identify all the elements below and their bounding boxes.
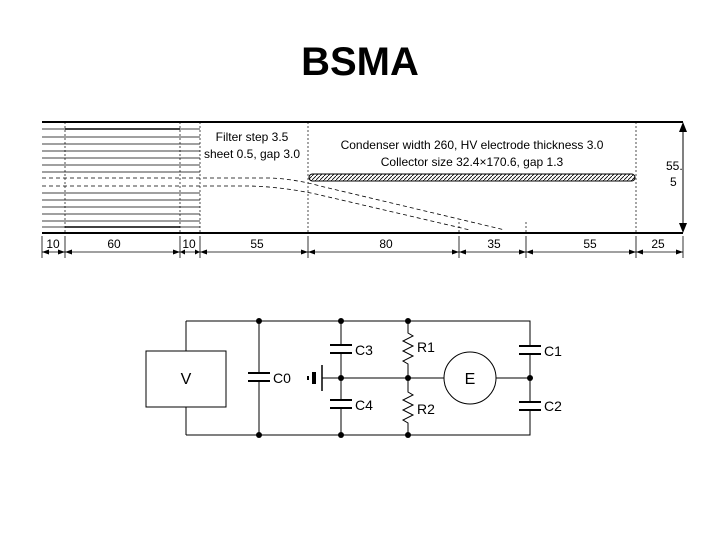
junction-dot <box>256 318 262 324</box>
c1-label: C1 <box>544 343 562 359</box>
dim-label-1: 60 <box>107 237 121 251</box>
r2-label: R2 <box>417 401 435 417</box>
hv-electrode <box>308 173 636 182</box>
r1-label: R1 <box>417 339 435 355</box>
filter-note-line2: sheet 0.5, gap 3.0 <box>204 147 300 161</box>
c4-label: C4 <box>355 397 373 413</box>
junction-dot <box>405 318 411 324</box>
dim-label-7: 25 <box>651 237 665 251</box>
dim-label-5: 35 <box>487 237 501 251</box>
c0-label: C0 <box>273 370 291 386</box>
wire-top <box>186 320 531 346</box>
dim-label-6: 55 <box>583 237 597 251</box>
c3-label: C3 <box>355 342 373 358</box>
height-label-1: 55. <box>666 159 683 173</box>
dim-label-2: 10 <box>182 237 196 251</box>
junction-dot <box>338 318 344 324</box>
r1-resistor <box>401 321 415 378</box>
junction-dot <box>256 432 262 438</box>
e-label: E <box>465 371 476 388</box>
junction-dot <box>527 375 533 381</box>
dim-label-3: 55 <box>250 237 264 251</box>
c2-label: C2 <box>544 398 562 414</box>
v-label: V <box>181 371 192 388</box>
height-label-2: 5 <box>670 175 677 189</box>
junction-dot <box>405 375 411 381</box>
voltage-source-box <box>145 350 227 408</box>
dimension-arrowheads <box>42 249 683 255</box>
flow-path <box>42 177 506 231</box>
r2-resistor <box>401 378 415 435</box>
junction-dot <box>405 432 411 438</box>
dim-label-4: 80 <box>379 237 393 251</box>
height-dimension <box>679 122 687 233</box>
wire-bottom <box>186 410 531 436</box>
filter-note-line1: Filter step 3.5 <box>216 130 289 144</box>
junction-dot <box>338 432 344 438</box>
filter-plates <box>42 128 200 228</box>
dim-label-0: 10 <box>46 237 60 251</box>
junction-dots <box>256 318 533 438</box>
condenser-note-line2: Collector size 32.4×170.6, gap 1.3 <box>381 155 564 169</box>
instrument-scheme: 55. 5 Filter step 3.5 sheet 0.5, gap 3.0… <box>41 121 687 258</box>
junction-dot <box>338 375 344 381</box>
dimension-chain <box>41 236 684 258</box>
circuit-schematic <box>145 320 541 436</box>
condenser-note-line1: Condenser width 260, HV electrode thickn… <box>341 138 604 152</box>
slide-title: BSMA <box>301 40 419 84</box>
